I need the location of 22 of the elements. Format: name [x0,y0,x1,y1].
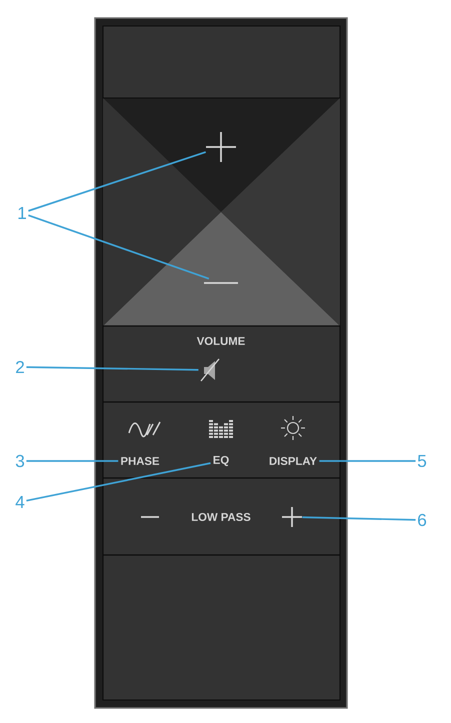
mute-icon [200,358,220,382]
minus-icon [204,282,238,284]
leader-line [26,460,118,462]
callout-number: 5 [418,454,426,468]
panel-label: VOLUME [196,337,245,345]
callout-number: 3 [16,454,24,468]
control-label: PHASE [121,457,160,465]
leader-line [319,460,416,462]
leader-line [302,516,416,521]
callout-number: 1 [18,207,26,219]
leader-line [28,151,206,212]
leader-line [28,214,210,280]
panel-label: LOW PASS [192,513,250,521]
control-label: EQ [214,456,229,466]
plus-icon [205,131,237,163]
leader-line [26,366,198,371]
callout-number: 6 [418,514,426,526]
control-label: DISPLAY [270,457,317,465]
callout-number: 2 [16,360,24,374]
leader-line [26,462,211,502]
callout-number: 4 [16,496,24,508]
plus-icon [281,506,303,528]
